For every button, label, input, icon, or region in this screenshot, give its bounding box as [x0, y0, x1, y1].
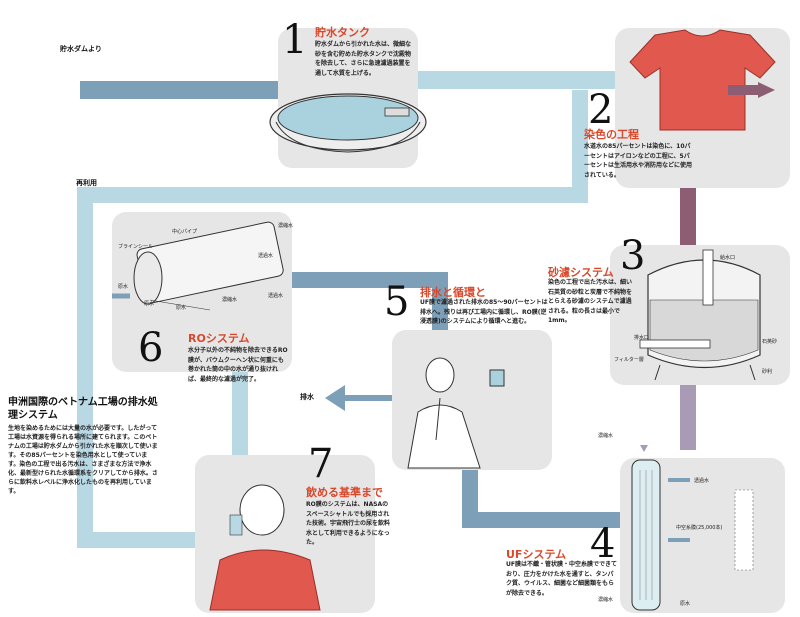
sand-quartz-label: 石英砂 — [762, 339, 778, 345]
step-7-title: 飲める基準まで — [306, 486, 383, 499]
sand-outlet-label: 排水口 — [634, 335, 650, 341]
ro-conc-label-2: 濃縮水 — [222, 297, 238, 303]
step-6-title: ROシステム — [188, 332, 250, 345]
step-4-text: UF膜は不織・管状膜・中空糸膜でできており、圧力をかけた水を通すと、タンパク質、… — [506, 561, 617, 597]
step-7-text: RO膜のシステムは、NASAのスペースシャトルでも採用された技術。宇宙飛行士の尿… — [306, 501, 391, 546]
reuse-label: 再利用 — [76, 179, 97, 187]
ro-illustration — [112, 221, 284, 311]
step-4-title: UFシステム — [506, 548, 567, 561]
step-3-text: 染色の工程で出た汚水は、細い石英質の砂粒と炭層で不純物をとらえる砂濾のシステムで… — [548, 279, 633, 324]
source-label: 貯水ダムより — [60, 45, 102, 53]
step-3-title: 砂濾システム — [548, 266, 614, 279]
uf-perm-label: 透過水 — [694, 478, 710, 484]
uf-illustration — [631, 445, 754, 611]
tshirt-illustration — [629, 29, 776, 131]
sand-gravel-label: 砂利 — [762, 369, 773, 375]
ro-perm-label-1: 透過水 — [258, 253, 274, 259]
uf-conc2-label: 濃縮水 — [598, 597, 614, 603]
ro-feed-label-2: 原水 — [144, 301, 155, 307]
ro-perm-label-2: 透過水 — [268, 293, 284, 299]
woman-illustration — [209, 484, 321, 611]
uf-hollow-label: 中空糸膜(25,000本) — [676, 525, 723, 531]
step-6-text: 水分子以外の不純物を除去できるRO膜が、バウムクーヘン状に何重にも巻かれた筒の中… — [188, 347, 288, 383]
uf-feed-label: 原水 — [680, 601, 691, 607]
step-1-number: 1 — [282, 17, 308, 63]
ro-feed-label-1: 原水 — [118, 284, 129, 290]
step-2-number: 2 — [588, 87, 614, 133]
sand-inlet-label: 給水口 — [720, 255, 736, 261]
step-5-title: 排水と循環と — [420, 286, 486, 299]
step-4-number: 4 — [590, 521, 616, 567]
step-5-text: UF膜で濾過された排水の85～90パーセントは排水へ。残りは再び工場内に循環し、… — [420, 299, 548, 325]
tank-illustration — [269, 93, 427, 153]
pipe-clean-to-ro — [285, 272, 448, 335]
step-5-number: 5 — [384, 279, 410, 325]
step-7-number: 7 — [308, 441, 334, 487]
ro-center-label: 中心パイプ — [172, 229, 198, 235]
pipe-uf-to-clean — [462, 460, 620, 528]
ro-feed-label-3: 原水 — [176, 305, 187, 311]
sand-filter-illustration — [639, 249, 761, 381]
step-6-number: 6 — [138, 325, 164, 371]
uf-conc-label: 濃縮水 — [598, 433, 614, 439]
ro-brine-label: ブラインシール — [118, 244, 154, 250]
scientist-illustration — [407, 357, 505, 469]
step-2-title: 染色の工程 — [584, 128, 639, 141]
step-2-text: 水道水の85パーセントは染色に、10パーセントはアイロンなどの工程に、5パーセン… — [584, 143, 693, 179]
side-text: 生地を染めるためには大量の水が必要です。したがって工場は水資源を得られる場所に建… — [8, 425, 158, 495]
ro-conc-label-1: 濃縮水 — [278, 223, 294, 229]
step-1-text: 貯水ダムから引かれた水は、微細な砂を含む貯めた貯水タンクで沈殿物を除去して、さら… — [315, 41, 412, 77]
step-1-title: 貯水タンク — [315, 26, 370, 39]
side-title: 申洲国際のベトナム工場の排水処理システム — [8, 397, 158, 421]
pipe-recycle — [77, 90, 588, 548]
step-3-number: 3 — [620, 233, 646, 279]
drain-label: 排水 — [300, 393, 314, 401]
drain-arrow — [325, 385, 395, 411]
sand-filter-label: フィルター層 — [614, 357, 644, 363]
